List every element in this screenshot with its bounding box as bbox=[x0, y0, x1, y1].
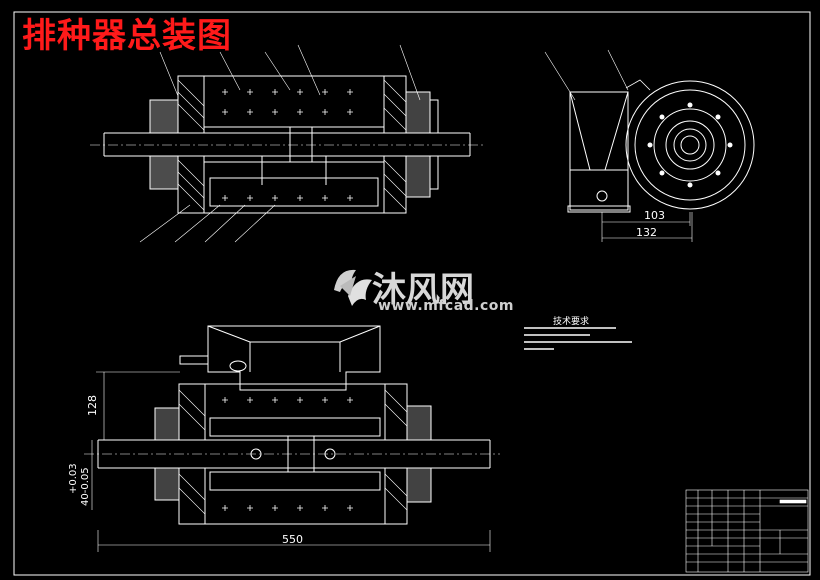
watermark-logo-icon bbox=[334, 269, 372, 306]
tech-requirements-lines bbox=[524, 327, 632, 350]
dim-bottom-length: 550 bbox=[282, 533, 303, 546]
tech-requirements-title: 技术要求 bbox=[553, 317, 590, 327]
title-block bbox=[685, 489, 809, 573]
bottom-view bbox=[84, 325, 500, 552]
side-view bbox=[544, 49, 755, 242]
watermark-url: www.mfcad.com bbox=[378, 298, 514, 314]
drawing-frame bbox=[13, 11, 811, 576]
watermark-name: 沐风网 bbox=[372, 270, 474, 310]
drawing-title: 排种器总装图 bbox=[22, 16, 232, 56]
dim-shaft-tolerance-top: +0.03 bbox=[68, 463, 79, 494]
dim-bottom-height: 128 bbox=[86, 395, 99, 416]
section-view-top bbox=[90, 44, 485, 243]
dim-shaft-tolerance-main: 40-0.05 bbox=[80, 467, 91, 506]
dim-side-total: 132 bbox=[636, 226, 657, 239]
dim-side-width: 103 bbox=[644, 209, 665, 222]
